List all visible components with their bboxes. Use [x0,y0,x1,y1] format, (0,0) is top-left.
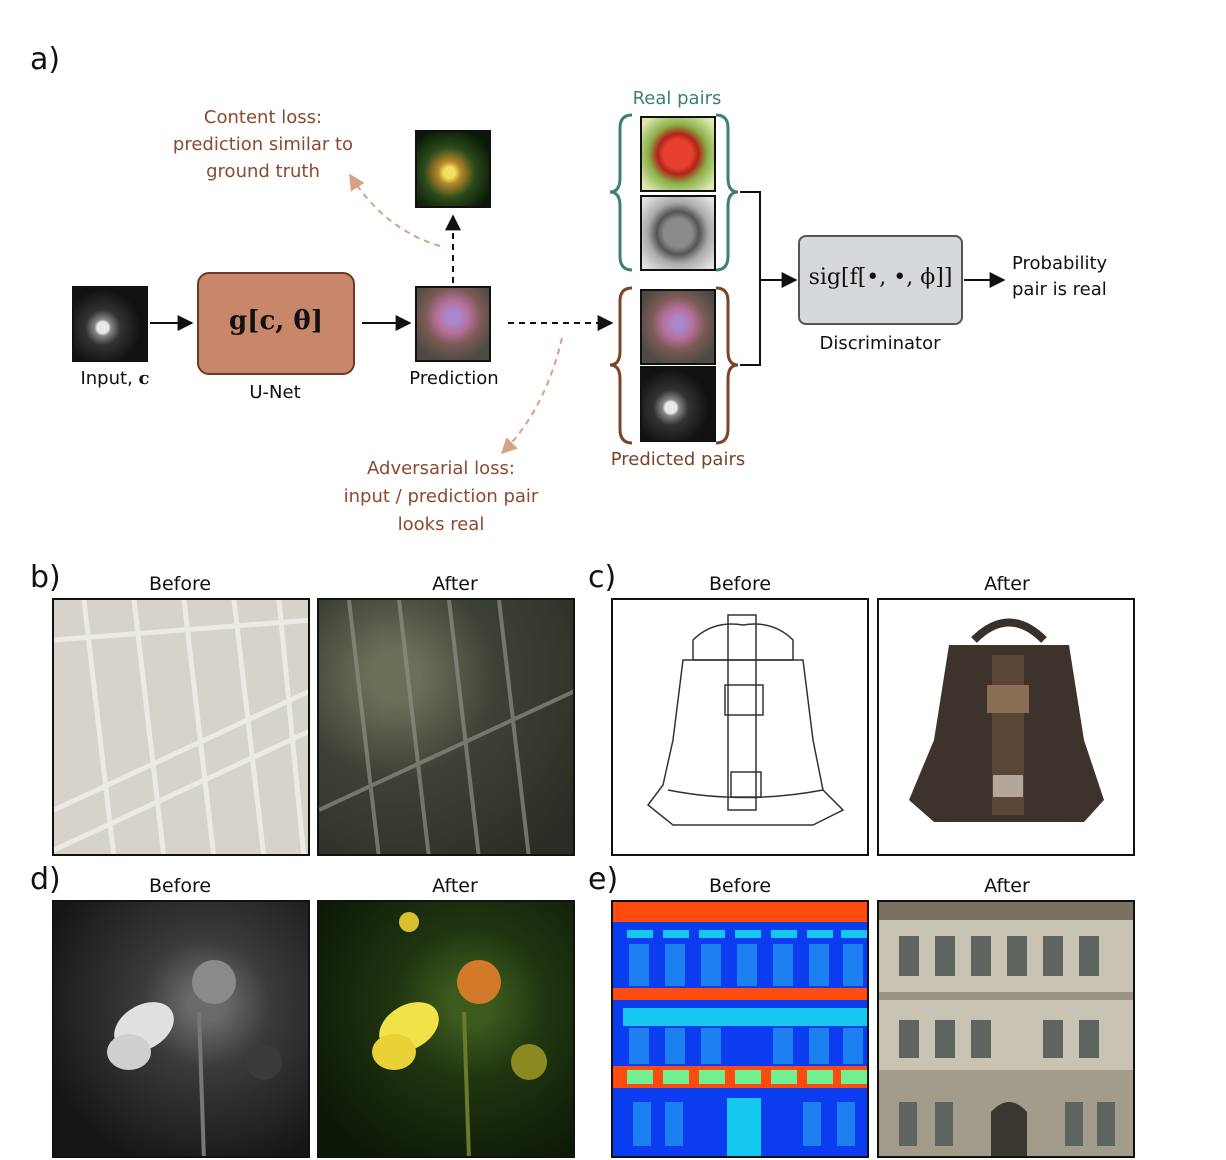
panel-b-before-caption: Before [148,573,212,595]
panel-d-after-image [317,900,575,1158]
panel-e-before-image [611,900,869,1158]
panel-e-after-caption: After [984,875,1030,897]
predicted-pairs-label: Predicted pairs [610,449,746,470]
panel-b-letter: b) [30,560,61,595]
panel-c-before-caption: Before [708,573,772,595]
panel-b-after-caption: After [432,573,478,595]
panel-c-before-image [611,598,869,856]
adversarial-loss-line-3: looks real [397,514,485,535]
discriminator-block: sig[f[•, •, ϕ]] [798,235,963,325]
output-label-line-2: pair is real [1012,279,1107,300]
backpack-sketch [646,614,845,826]
panel-e-letter: e) [588,862,619,897]
unet-label: U-Net [249,382,301,403]
prediction-label: Prediction [409,368,499,389]
panel-a-letter: a) [30,42,61,77]
panel-b-after-image [317,598,575,856]
map-streets [54,600,308,854]
real-pairs-brace-left [609,113,633,272]
facade-photo [879,902,1133,1156]
prediction-image [415,286,491,362]
panel-a-arrows [150,113,1006,455]
predicted-pairs-brace-right [715,286,739,445]
adversarial-loss-line-2: input / prediction pair [343,486,539,507]
adversarial-loss-line-1: Adversarial loss: [367,458,515,479]
real-pair-color-image [640,116,716,192]
content-loss-line-2: prediction similar to [172,134,354,155]
output-label: Probability pair is real [1012,251,1122,303]
pairs-combine-bracket [740,191,761,366]
content-loss-line-1: Content loss: [203,107,323,128]
panel-d-after-caption: After [432,875,478,897]
input-label-math: c [138,368,150,389]
real-pairs-label: Real pairs [632,88,722,109]
discriminator-label: Discriminator [819,333,941,354]
predicted-pair-color-image [640,289,716,365]
input-label: Input, c [60,368,170,389]
panel-b-before-image [52,598,310,856]
input-label-text: Input, [80,368,133,389]
real-pair-gray-image [640,195,716,271]
panel-d-letter: d) [30,862,61,897]
adversarial-loss-arrow [500,337,563,455]
output-label-line-1: Probability [1012,253,1108,274]
panel-c-letter: c) [588,560,617,595]
content-loss-line-3: ground truth [206,161,320,182]
content-loss-arrow [349,173,441,247]
input-image [72,286,148,362]
panel-d-before-image [52,900,310,1158]
panel-e-before-caption: Before [708,875,772,897]
panel-c-after-image [877,598,1135,856]
panel-e-after-image [877,900,1135,1158]
aerial-streets [319,600,573,854]
real-pairs-brace-right [715,113,739,272]
ground-truth-image [415,130,491,208]
predicted-pairs-brace-left [609,286,633,445]
backpack-photo [909,618,1104,822]
butterfly-color [372,912,547,1156]
butterfly-gray [107,960,282,1156]
predicted-pair-gray-image [640,366,716,442]
unet-formula: g[c, θ] [228,306,324,336]
adversarial-loss-text: Adversarial loss: input / prediction pai… [330,455,552,539]
panel-d-before-caption: Before [148,875,212,897]
panel-c-after-caption: After [984,573,1030,595]
facade-label-map [613,902,867,1156]
discriminator-formula: sig[f[•, •, ϕ]] [808,265,953,290]
unet-block: g[c, θ] [197,272,355,375]
content-loss-text: Content loss: prediction similar to grou… [160,104,366,185]
